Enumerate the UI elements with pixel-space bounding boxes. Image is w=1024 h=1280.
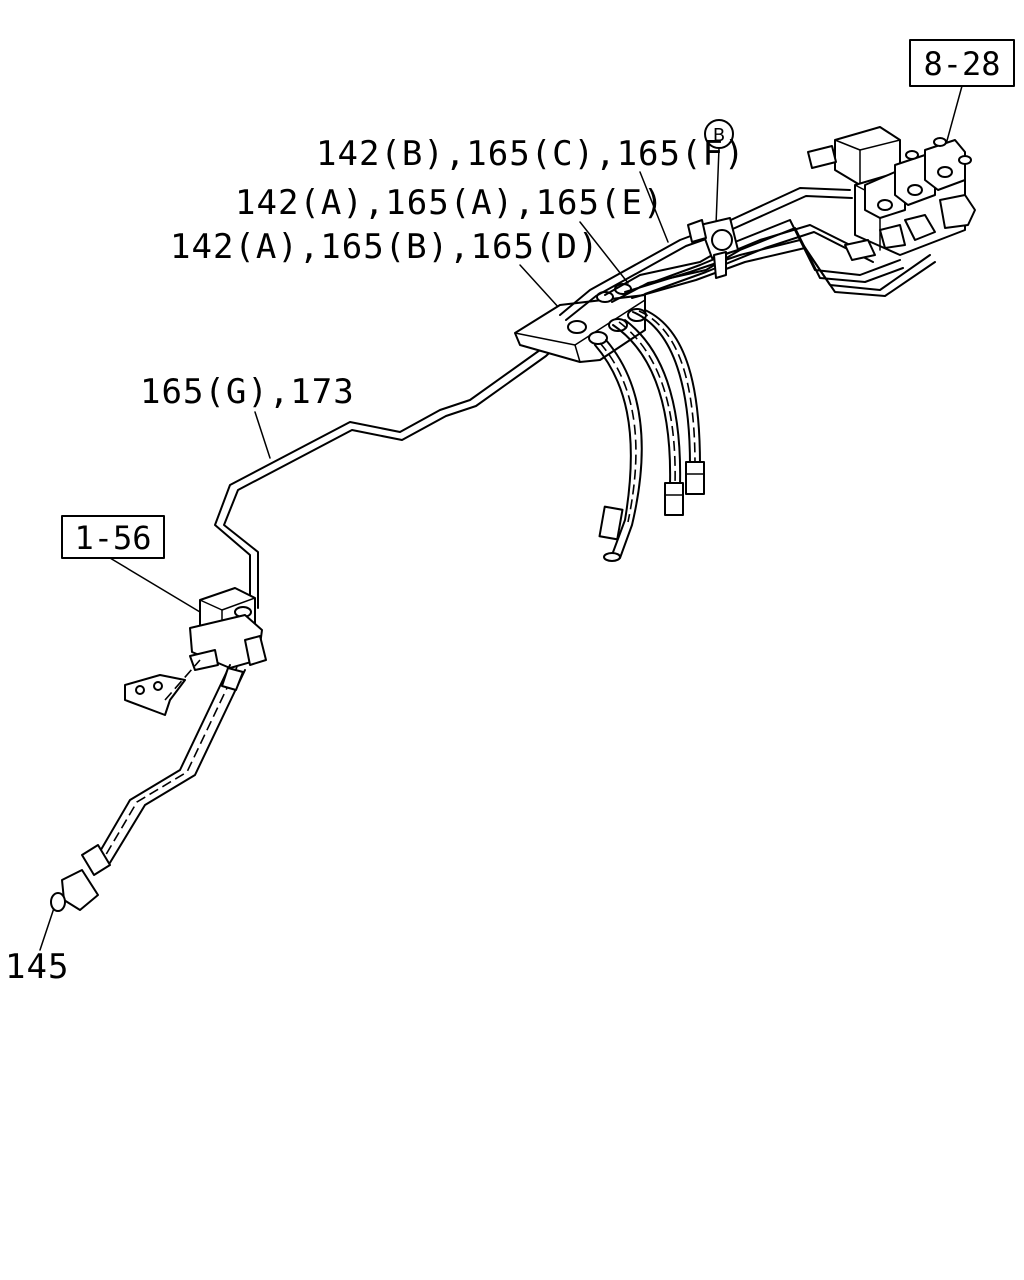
- reference-1-56-text: 1-56: [74, 519, 151, 557]
- upper-pipes: [559, 187, 936, 321]
- leader-callout-165g: [254, 411, 271, 459]
- callout-165g-173: 165(G),173: [140, 372, 355, 412]
- callout-145: 145: [5, 947, 69, 987]
- leader-8-28: [944, 85, 963, 149]
- detail-marker-b-text: B: [713, 125, 725, 146]
- leader-callout-1: [639, 171, 669, 243]
- lower-valve-assembly: [124, 587, 267, 716]
- reference-box-8-28[interactable]: 8-28: [909, 39, 1015, 87]
- pipe-clamp: [687, 217, 739, 279]
- callout-142a-165b-165d: 142(A),165(B),165(D): [170, 227, 599, 267]
- hose-to-145: [50, 664, 246, 912]
- solenoid-valve-bank: [807, 126, 976, 261]
- callout-142b-165c-165f: 142(B),165(C),165(F): [316, 134, 745, 174]
- detail-marker-b[interactable]: B: [704, 119, 734, 149]
- main-pipe-165g-173: [214, 324, 573, 609]
- callout-142a-165a-165e: 142(A),165(A),165(E): [235, 183, 664, 223]
- distribution-block: [514, 283, 647, 363]
- reference-8-28-text: 8-28: [923, 45, 1000, 83]
- hanging-hoses: [594, 309, 705, 562]
- leader-1-56: [109, 557, 206, 616]
- leader-b: [715, 147, 720, 226]
- reference-box-1-56[interactable]: 1-56: [61, 515, 165, 559]
